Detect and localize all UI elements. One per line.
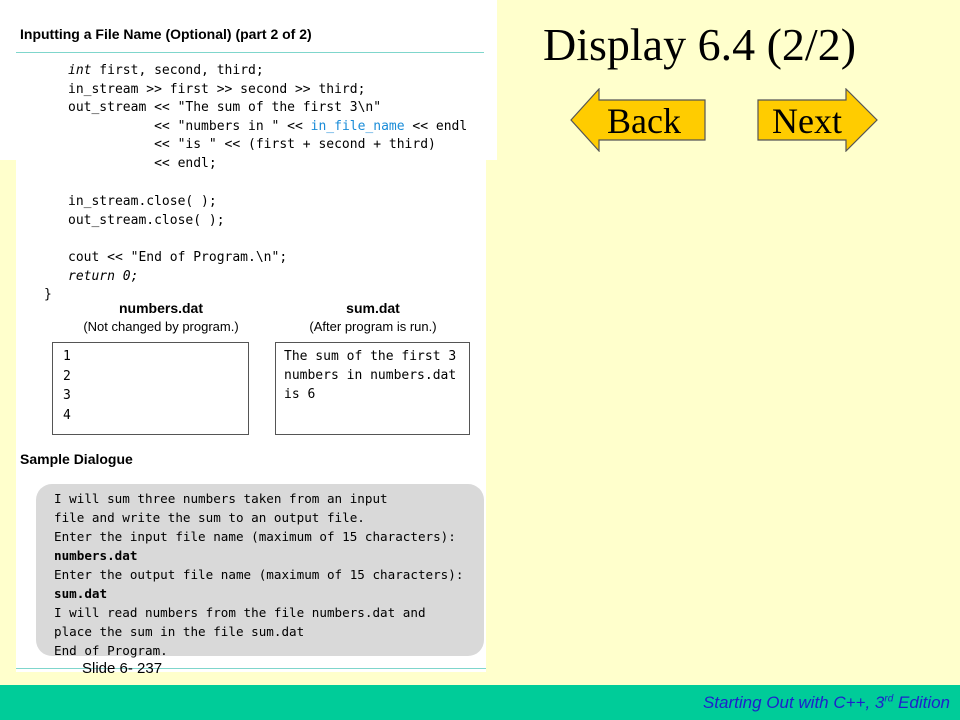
code-listing-middle: in_stream.close( ); out_stream.close( ); — [68, 192, 225, 230]
code-line: out_stream.close( ); — [68, 213, 225, 228]
code-closing-brace: } — [44, 286, 52, 305]
file-line: 2 — [63, 368, 71, 384]
file-name: sum.dat — [346, 300, 400, 316]
file-note: (After program is run.) — [309, 319, 437, 334]
code-keyword: int — [68, 63, 92, 78]
dialogue-line: End of Program. — [54, 643, 168, 658]
file-line: 4 — [63, 407, 71, 423]
file-contents: The sum of the first 3 numbers in number… — [284, 347, 456, 404]
dialogue-line: file and write the sum to an output file… — [54, 510, 365, 525]
back-button-label: Back — [607, 101, 681, 141]
file-line: 1 — [63, 349, 71, 364]
file-name: numbers.dat — [118, 300, 203, 316]
code-listing-top: int first, second, third; in_stream >> f… — [68, 62, 467, 173]
footer-title-sup: rd — [884, 693, 894, 705]
code-line: in_stream >> first >> second >> third; — [68, 81, 366, 97]
code-line: << endl; — [68, 155, 217, 171]
slide-number: Slide 6- 237 — [82, 660, 162, 677]
file-box-numbers: 1 2 3 4 — [52, 342, 249, 435]
dialogue-line: I will sum three numbers taken from an i… — [54, 491, 388, 506]
dialogue-user-input: numbers.dat — [54, 548, 138, 563]
sample-dialogue-title: Sample Dialogue — [20, 451, 133, 467]
dialogue-line: Enter the input file name (maximum of 15… — [54, 529, 456, 544]
slide-title-text: Display 6.4 (2/2) — [543, 19, 857, 70]
file-header-sum: sum.dat (After program is run.) — [268, 300, 478, 334]
code-line: } — [44, 287, 52, 302]
next-button-label: Next — [772, 101, 842, 141]
sample-dialogue-box: I will sum three numbers taken from an i… — [36, 484, 484, 658]
dialogue-line: Enter the output file name (maximum of 1… — [54, 567, 464, 582]
file-contents: 1 2 3 4 — [63, 347, 71, 425]
slide-title: Display 6.4 (2/2) — [543, 18, 856, 71]
dialogue-text: I will sum three numbers taken from an i… — [54, 489, 463, 660]
footer-bar: Starting Out with C++, 3rd Edition — [0, 685, 960, 720]
code-line: first, second, third; — [91, 63, 264, 78]
left-arrow-icon — [570, 88, 706, 152]
dialogue-user-input: sum.dat — [54, 586, 108, 601]
figure-title: Inputting a File Name (Optional) (part 2… — [20, 26, 312, 42]
figure-divider-top — [16, 52, 484, 53]
code-line: in_stream.close( ); — [68, 194, 217, 209]
sample-dialogue-title-text: Sample Dialogue — [20, 451, 133, 467]
slide-number-text: Slide 6- 237 — [82, 660, 163, 677]
footer-book-title: Starting Out with C++, 3rd Edition — [703, 693, 950, 713]
file-line: numbers in numbers.dat — [284, 368, 457, 383]
figure-title-text: Inputting a File Name (Optional) (part 2… — [20, 26, 312, 42]
code-line: return 0; — [68, 268, 139, 284]
code-variable-highlight: in_file_name — [310, 118, 405, 134]
footer-title-main: Starting Out with C++, 3 — [702, 693, 885, 712]
file-line: 3 — [63, 388, 71, 403]
right-arrow-icon — [757, 88, 878, 152]
file-line: The sum of the first 3 — [284, 349, 457, 364]
code-line: << "numbers in " << — [68, 118, 311, 134]
next-button[interactable]: Next — [756, 88, 896, 152]
file-line: is 6 — [284, 387, 316, 402]
figure-divider-bottom — [16, 668, 486, 669]
code-line: cout << "End of Program.\n"; — [68, 250, 288, 265]
code-listing-bottom: cout << "End of Program.\n"; return 0; — [68, 249, 287, 286]
file-box-sum: The sum of the first 3 numbers in number… — [275, 342, 470, 435]
back-button[interactable]: Back — [569, 88, 709, 152]
code-figure-panel-top — [0, 0, 497, 160]
footer-title-tail: Edition — [893, 693, 950, 712]
file-note: (Not changed by program.) — [83, 319, 239, 334]
dialogue-line: place the sum in the file sum.dat — [54, 624, 305, 639]
code-line: << "is " << (first + second + third) — [68, 137, 436, 152]
dialogue-line: I will read numbers from the file number… — [54, 605, 426, 620]
file-header-numbers: numbers.dat (Not changed by program.) — [56, 300, 266, 334]
code-line: << endl — [404, 118, 468, 134]
code-line: out_stream << "The sum of the first 3\n" — [68, 100, 382, 115]
